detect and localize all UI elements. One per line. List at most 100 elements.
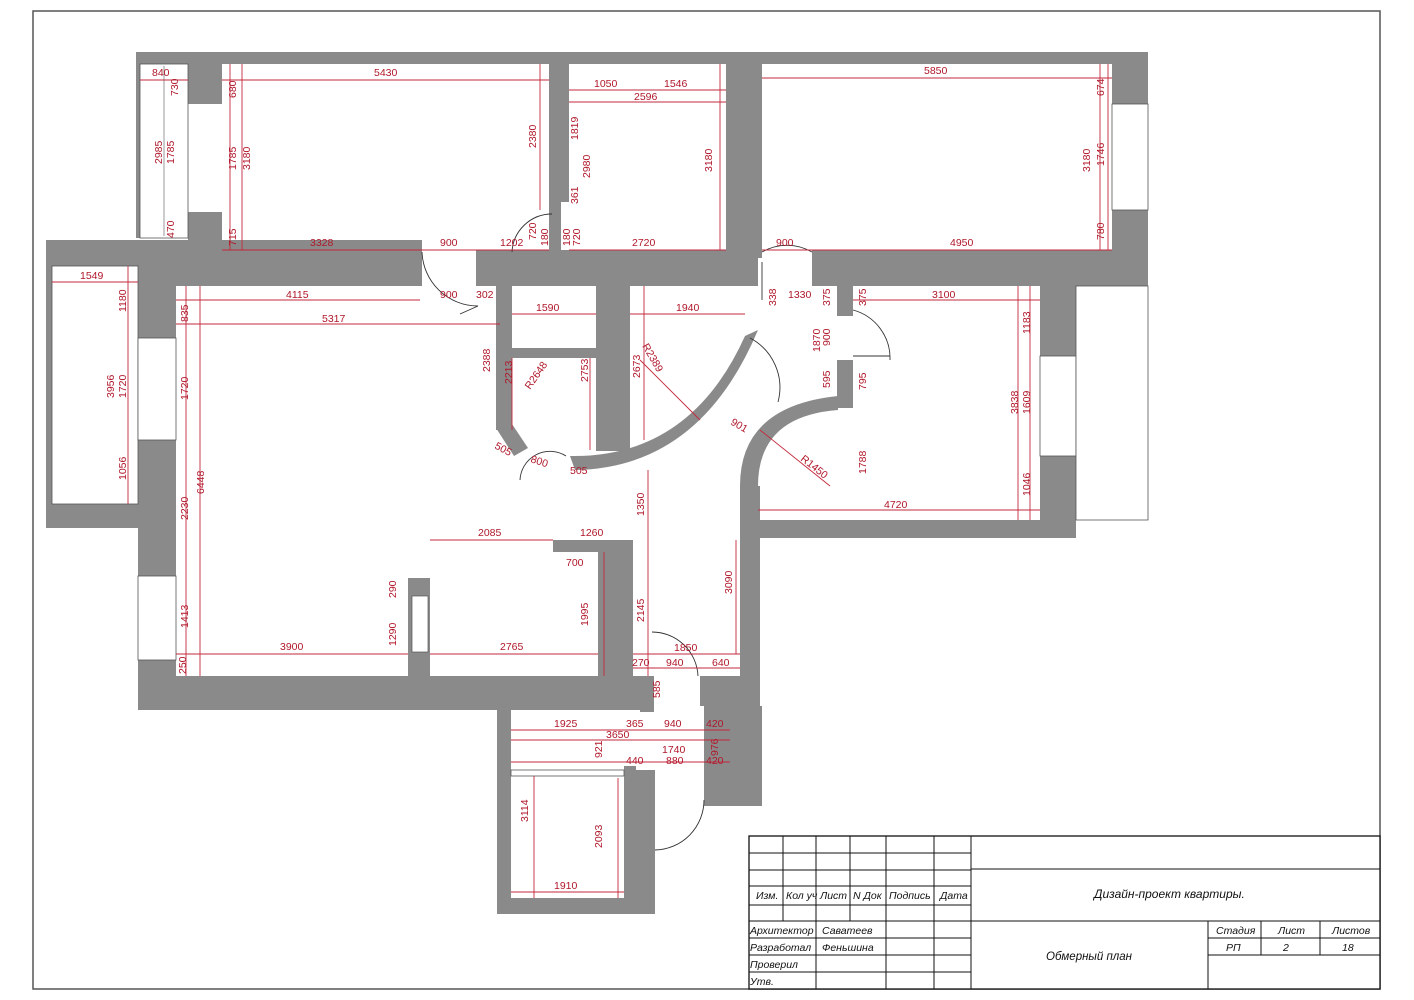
dimension-label: 1549 [80, 270, 104, 282]
curved-wall [570, 330, 758, 470]
dimension-label: 302 [476, 289, 494, 301]
dimension-label: 1260 [580, 527, 604, 539]
dimension-label: 900 [821, 328, 833, 346]
dimension-label: 2765 [500, 641, 524, 653]
project-title: Дизайн-проект квартиры. [1092, 887, 1245, 901]
dimension-label: 2093 [593, 824, 605, 848]
wall [138, 676, 648, 710]
col-header-podpis: Подпись [889, 890, 931, 902]
dimension-label: 730 [169, 78, 181, 96]
dimension-label: 1819 [569, 116, 581, 140]
dimension-label: 800 [529, 453, 550, 470]
dimension-label: 3090 [723, 570, 735, 594]
dimension-label: 2380 [527, 124, 539, 148]
dimension-label: 1050 [594, 78, 618, 90]
wall [496, 348, 600, 358]
column [411, 595, 429, 653]
wall [1112, 52, 1148, 104]
dimension-label: R2389 [639, 342, 665, 375]
dimension-label: 250 [177, 656, 189, 674]
dimension-label: 4720 [884, 499, 908, 511]
dimension-label: 375 [857, 288, 869, 306]
wall [188, 52, 222, 104]
dimension-label: 3100 [932, 289, 956, 301]
dimension-lines [52, 64, 1112, 898]
windows [51, 63, 1149, 777]
window [137, 575, 177, 661]
window [1039, 355, 1077, 457]
dimension-label: 1413 [179, 604, 191, 628]
role-checker: Проверил [750, 959, 798, 971]
dimension-label: 900 [440, 289, 458, 301]
role-approver: Утв. [749, 976, 774, 988]
dimension-label: 720 [527, 222, 539, 240]
dimension-label: 1720 [117, 374, 129, 398]
dimension-label: R1450 [798, 453, 830, 482]
dimension-label: 900 [440, 237, 458, 249]
wall [700, 676, 760, 706]
dimension-label: 2230 [179, 496, 191, 520]
dimension-label: 921 [593, 740, 605, 758]
wall [837, 360, 853, 408]
wall [1040, 456, 1076, 538]
dimension-label: 1330 [788, 289, 812, 301]
curved-wall [740, 396, 838, 486]
stage-value: РП [1226, 942, 1241, 954]
window [137, 337, 177, 441]
role-developer: Разработал [750, 942, 811, 954]
wall [740, 486, 760, 676]
wall [46, 240, 52, 528]
dimension-label: 3838 [1009, 390, 1021, 414]
window [510, 769, 625, 777]
sheet-value: 2 [1282, 942, 1289, 954]
dimension-label: 6448 [195, 470, 207, 494]
wall [497, 706, 511, 914]
dimension-label: 1788 [857, 450, 869, 474]
wall [624, 770, 655, 914]
dimension-label: 1202 [500, 237, 524, 249]
dimension-label: 375 [821, 288, 833, 306]
dimension-label: 1740 [662, 744, 686, 756]
dimension-label: 3180 [241, 146, 253, 170]
dimension-label: 674 [1095, 78, 1107, 96]
dimension-label: 835 [179, 304, 191, 322]
dimension-label: 1183 [1021, 311, 1033, 334]
wall [740, 520, 1042, 538]
dimension-label: 1746 [1095, 142, 1107, 166]
dimension-label: 2980 [581, 154, 593, 178]
dimension-label: 2753 [579, 358, 591, 382]
dimension-label: 420 [706, 755, 724, 767]
wall [730, 706, 762, 806]
dimension-label: 3114 [519, 799, 531, 822]
dimension-label: 2985 [153, 140, 165, 164]
dimension-label: 595 [821, 370, 833, 388]
dimension-label: 1290 [387, 622, 399, 646]
dimension-label: 1870 [811, 328, 823, 352]
dimension-label: 1046 [1021, 472, 1033, 496]
wall [1040, 250, 1148, 286]
col-header-kol: Кол уч [786, 890, 818, 902]
dimension-label: 1350 [635, 492, 647, 516]
dimension-label: 290 [387, 580, 399, 598]
wall [726, 52, 762, 258]
name-developer: Феньшина [822, 942, 874, 954]
door-swing [421, 251, 479, 307]
dimension-label: 270 [632, 657, 650, 669]
dimension-label: 3328 [310, 237, 334, 249]
dimension-label: 1925 [554, 718, 578, 730]
stage-header: Стадия [1216, 925, 1256, 937]
col-header-ndok: N Док [853, 890, 883, 902]
dimension-label: 2085 [478, 527, 502, 539]
dimension-label: 2673 [631, 354, 643, 378]
wall [138, 268, 176, 338]
dimension-label: 780 [1095, 222, 1107, 240]
wall [596, 286, 630, 451]
dimension-label: 1609 [1021, 390, 1033, 414]
window [1111, 103, 1149, 211]
col-header-list: Лист [819, 890, 847, 902]
door-swing [519, 450, 567, 481]
dimension-label: 1720 [179, 376, 191, 400]
door-swing [852, 309, 891, 361]
dimension-label: 2720 [632, 237, 656, 249]
